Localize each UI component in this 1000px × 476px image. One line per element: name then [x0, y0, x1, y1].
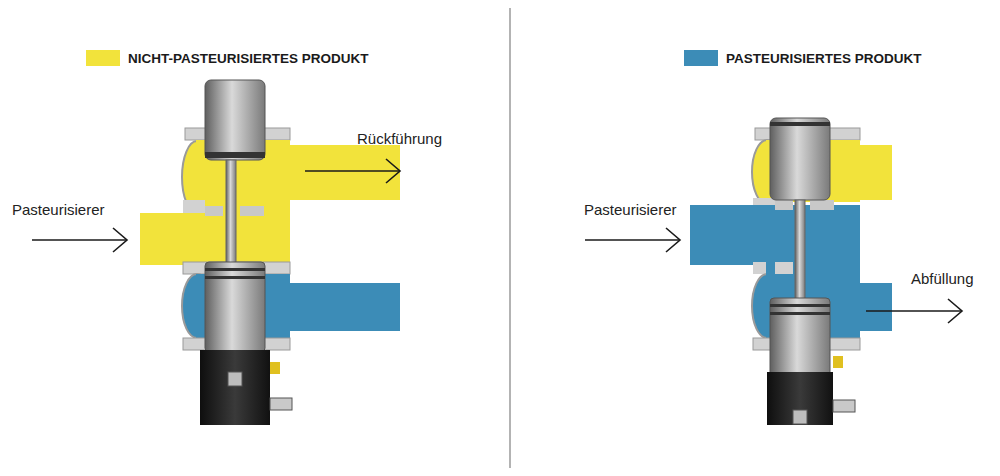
- upper-plug: [770, 118, 830, 200]
- lower-plug: [205, 262, 265, 352]
- filling-pipe: [859, 283, 892, 331]
- flow-arrow: [866, 310, 962, 312]
- plug-seal: [205, 276, 265, 279]
- arrow-head: [113, 228, 127, 252]
- valve-stem: [226, 160, 236, 264]
- valve-seat: [775, 262, 793, 274]
- arrow-head: [666, 228, 680, 252]
- valve-seat: [810, 200, 834, 210]
- actuator: [200, 350, 270, 425]
- legend-text: NICHT-PASTEURISIERTES PRODUKT: [128, 51, 369, 66]
- legend-item: PASTEURISIERTES PRODUKT: [684, 50, 922, 66]
- panel-divider: [509, 8, 511, 468]
- flow-arrow: [32, 239, 127, 241]
- valve-seat: [205, 206, 223, 216]
- valve-stem: [795, 200, 805, 300]
- legend-item: NICHT-PASTEURISIERTES PRODUKT: [86, 50, 369, 66]
- inlet-pipe: [690, 205, 860, 265]
- sensor: [270, 362, 280, 374]
- upper-plug: [205, 80, 265, 160]
- legend-swatch: [86, 50, 120, 66]
- right-valve: [690, 118, 892, 425]
- return-pipe: [859, 145, 892, 200]
- arrow-head: [948, 299, 962, 323]
- inlet-pipe: [140, 213, 290, 265]
- plug-seal: [205, 152, 265, 158]
- actuator-nut: [228, 372, 242, 386]
- actuator: [767, 372, 833, 425]
- flow-arrows: [32, 159, 962, 323]
- flow-label: Rückführung: [357, 130, 442, 148]
- valve-seat: [240, 206, 264, 216]
- valve-seat: [775, 200, 793, 210]
- filling-pipe: [289, 283, 400, 331]
- legend-text: PASTEURISIERTES PRODUKT: [726, 51, 922, 66]
- actuator-nut: [793, 410, 807, 424]
- plug-seal: [770, 312, 830, 315]
- flow-label: Pasteurisierer: [584, 201, 677, 219]
- flow-arrow: [305, 170, 400, 172]
- air-fitting: [833, 400, 855, 412]
- flow-arrow: [585, 239, 680, 241]
- arrow-head: [386, 159, 400, 183]
- plug-seal: [770, 304, 830, 307]
- plug-seal: [205, 268, 265, 271]
- plug-seal: [770, 122, 830, 126]
- air-fitting: [270, 398, 292, 410]
- housing-ring: [183, 200, 205, 214]
- flow-label: Pasteurisierer: [12, 201, 105, 219]
- legend-swatch: [684, 50, 718, 66]
- sensor: [833, 356, 843, 368]
- return-pipe: [289, 145, 400, 200]
- flow-label: Abfüllung: [911, 270, 974, 288]
